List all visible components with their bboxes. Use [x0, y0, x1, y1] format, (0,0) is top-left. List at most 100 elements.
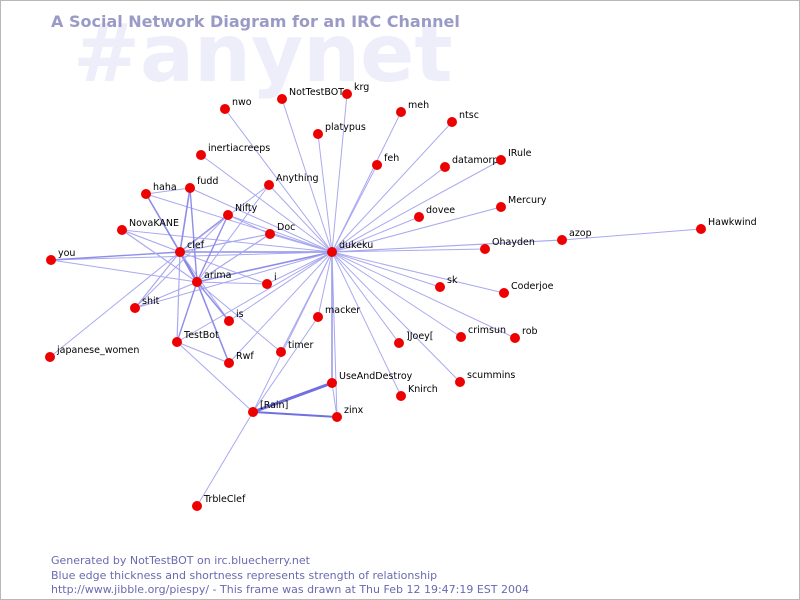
node-label: sk — [447, 275, 458, 286]
edge-arima-you — [50, 259, 198, 283]
edge-fudd-haha — [145, 187, 191, 195]
edge-azop-Hawkwind — [561, 228, 702, 241]
edge-arima-Doc — [196, 233, 271, 283]
edge-arima-i — [196, 281, 268, 285]
edge-clef-NovaKANE — [121, 229, 181, 253]
node-label: dovee — [426, 205, 455, 216]
node-label: Rwf — [236, 351, 254, 362]
node-dovee: dovee — [414, 205, 455, 222]
node-dot — [262, 279, 272, 289]
node-dot — [248, 407, 258, 417]
node-dot — [447, 117, 457, 127]
node-platypus: platypus — [313, 122, 366, 139]
node-label: azop — [569, 228, 592, 239]
node-label: Hawkwind — [708, 217, 757, 228]
node-crimsun: crimsun — [456, 325, 506, 342]
node-label: Ohayden — [492, 237, 535, 248]
node-dot — [220, 104, 230, 114]
edge-dukeku-TestBot — [176, 251, 333, 343]
node-IRule: IRule — [496, 148, 532, 165]
node-label: timer — [288, 340, 313, 351]
node-label: scummins — [467, 370, 515, 381]
node-dot — [696, 224, 706, 234]
node-i: i — [262, 272, 277, 289]
node-Joey: ]Joey[ — [394, 331, 434, 348]
node-dot — [185, 183, 195, 193]
edge-dukeku-arima — [196, 251, 333, 283]
footer: Generated by NotTestBOT on irc.bluecherr… — [51, 554, 529, 598]
node-label: datamorph — [452, 155, 504, 166]
node-dot — [414, 212, 424, 222]
edge-dukeku-Mercury — [331, 206, 502, 253]
node-meh: meh — [396, 100, 429, 117]
footer-generated-by: Generated by NotTestBOT on irc.bluecherr… — [51, 554, 310, 567]
node-dot — [313, 312, 323, 322]
node-label: dukeku — [339, 240, 373, 251]
node-dukeku: dukeku — [327, 240, 373, 257]
node-dot — [175, 247, 185, 257]
node-label: Knirch — [408, 384, 438, 395]
footer-legend-note: Blue edge thickness and shortness repres… — [51, 568, 438, 582]
node-dot — [141, 189, 151, 199]
node-label: ]Joey[ — [406, 331, 434, 342]
node-dot — [172, 337, 182, 347]
edge-dukeku-i — [266, 251, 333, 285]
node-label: haha — [153, 182, 177, 193]
node-dot — [196, 150, 206, 160]
node-label: Nifty — [235, 203, 258, 214]
node-krg: krg — [342, 82, 369, 99]
node-label: zinx — [344, 405, 364, 416]
node-dot — [342, 89, 352, 99]
edge-Rain-zinx — [252, 411, 338, 418]
node-label: clef — [187, 240, 205, 251]
node-dot — [224, 316, 234, 326]
edge-dukeku-scummins — [331, 251, 461, 383]
node-Hawkwind: Hawkwind — [696, 217, 757, 234]
node-dot — [456, 332, 466, 342]
node-label: TestBot — [183, 330, 219, 341]
node-Ohayden: Ohayden — [480, 237, 535, 254]
node-Nifty: Nifty — [223, 203, 258, 220]
edge-Rain-UseAndDestroy — [251, 381, 334, 414]
node-label: crimsun — [468, 325, 506, 336]
node-label: arima — [204, 270, 231, 281]
node-dot — [394, 338, 404, 348]
edge-dukeku-inertiacreeps — [200, 154, 333, 253]
edge-dukeku-fudd — [189, 187, 333, 253]
node-label: Coderjoe — [511, 281, 554, 292]
node-label: inertiacreeps — [208, 143, 270, 154]
edge-dukeku-macker — [317, 251, 333, 318]
node-dot — [496, 155, 506, 165]
edge-Rain-macker — [252, 316, 319, 413]
node-label: japanese_women — [56, 345, 139, 356]
node-dot — [396, 391, 406, 401]
edge-dukeku-rob — [331, 251, 516, 339]
edge-dukeku-crimsun — [331, 251, 462, 338]
node-Rain: [Rain] — [248, 400, 288, 417]
edge-Nifty-Doc — [227, 214, 271, 235]
node-label: fudd — [197, 176, 218, 187]
node-sk: sk — [435, 275, 458, 292]
edge-arima-Anything — [196, 184, 270, 283]
node-dot — [192, 277, 202, 287]
node-label: nwo — [232, 97, 252, 108]
footer-source-link[interactable]: http://www.jibble.org/piespy/ - This fra… — [51, 583, 530, 596]
node-dot — [313, 129, 323, 139]
node-Mercury: Mercury — [496, 195, 547, 212]
edge-dukeku-zinx — [331, 251, 338, 418]
node-label: IRule — [508, 148, 532, 159]
node-label: is — [236, 309, 244, 320]
node-dot — [499, 288, 509, 298]
node-timer: timer — [276, 340, 313, 357]
node-label: macker — [325, 305, 360, 316]
edge-dukeku-sk — [331, 251, 441, 288]
node-dot — [510, 333, 520, 343]
node-Coderjoe: Coderjoe — [499, 281, 554, 298]
edge-dukeku-haha — [145, 193, 333, 253]
node-NotTestBOT: NotTestBOT — [277, 87, 344, 104]
edge-arima-haha — [145, 193, 198, 283]
node-label: Doc — [277, 222, 295, 233]
edge-dukeku-dovee — [331, 216, 420, 253]
node-label: NotTestBOT — [289, 87, 344, 98]
node-Anything: Anything — [264, 173, 319, 190]
